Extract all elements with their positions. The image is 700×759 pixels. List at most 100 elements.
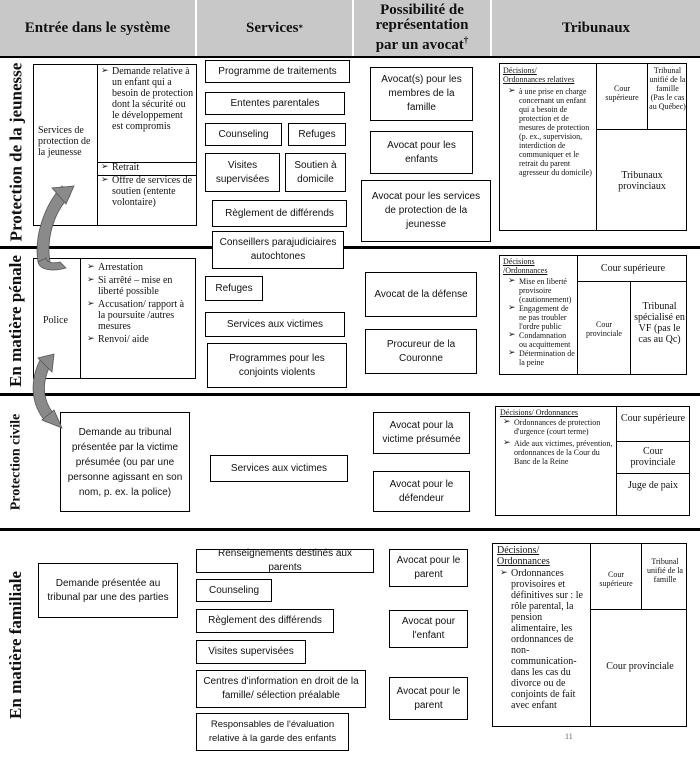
- civil-court-provincial: Cour provinciale: [630, 446, 676, 468]
- criminal-lawyer-defense: Avocat de la défense: [365, 272, 477, 317]
- section-youth-label: Protection de la jeunesse: [6, 62, 25, 242]
- youth-courts-hline: [596, 129, 687, 130]
- youth-entry-bullets: Demande relative à un enfant qui a besoi…: [101, 66, 195, 208]
- criminal-court-superior: Cour supérieure: [600, 263, 666, 274]
- criminal-lawyer-crown-label: Procureur de la Couronne: [386, 338, 456, 364]
- civil-lawyer-victim-label: Avocat pour la victime présumée: [382, 420, 461, 445]
- family-service-supervised: Visites supervisées: [196, 640, 306, 664]
- criminal-court-specialized: Tribunal spécialisé en VF (pas le cas au…: [634, 301, 685, 345]
- section-youth: Protection de la jeunesse: [0, 58, 32, 246]
- criminal-order-peace: Engagement de ne pas troubler l'ordre pu…: [508, 304, 576, 331]
- youth-entry-label: Services de protection de la jeunesse: [38, 125, 91, 158]
- civil-lawyer-defendant: Avocat pour le défendeur: [373, 471, 470, 512]
- family-entry-box: Demande présentée au tribunal par une de…: [38, 563, 178, 618]
- youth-service-treatment-label: Programme de traitements: [218, 65, 337, 77]
- family-courts-vline-2: [641, 543, 642, 609]
- civil-court-justice: Juge de paix: [628, 480, 678, 491]
- family-service-info: Renseignements destinés aux parents: [196, 548, 374, 573]
- civil-entry-box: Demande au tribunal présentée par la vic…: [60, 412, 190, 512]
- youth-lawyer-agency-label: Avocat pour les services de protection d…: [371, 191, 481, 230]
- criminal-entry-bullet-release: Si arrêté – mise en liberté possible: [87, 275, 193, 297]
- header-courts-label: Tribunaux: [561, 19, 631, 36]
- family-orders-title1: Décisions/: [497, 545, 540, 556]
- family-service-centres: Centres d'information en droit de la fam…: [196, 670, 366, 708]
- criminal-entry-label: Police: [43, 315, 68, 326]
- youth-service-dispute-label: Règlement de différends: [225, 207, 334, 219]
- civil-order-emergency: Ordonnances de protection d'urgence (cou…: [503, 418, 613, 436]
- youth-lawyer-members: Avocat(s) pour les membres de la famille: [370, 67, 473, 121]
- divider-1: [0, 56, 700, 58]
- youth-service-parental: Ententes parentales: [205, 92, 345, 115]
- family-service-counseling: Counseling: [196, 579, 272, 602]
- divider-2: [0, 246, 700, 249]
- family-court-provincial: Cour provinciale: [606, 661, 674, 672]
- header-services-label: Services: [246, 19, 299, 36]
- youth-court-provincial: Tribunaux provinciaux: [618, 170, 666, 192]
- criminal-entry-bullet-arrest: Arrestation: [87, 262, 193, 273]
- youth-service-counseling-label: Counseling: [218, 128, 269, 140]
- header-lawyer-mark: †: [463, 35, 469, 45]
- youth-service-dispute: Règlement de différends: [212, 200, 347, 227]
- section-civil: Protection civile: [0, 396, 32, 528]
- family-orders-body: Ordonnances provisoires et définitives s…: [500, 568, 588, 711]
- family-court-unified: Tribunal unifié de la famille: [647, 557, 683, 584]
- family-footnote-mark: 11: [565, 732, 573, 741]
- criminal-service-victims-label: Services aux victimes: [226, 318, 324, 330]
- civil-service-victims-label: Services aux victimes: [230, 462, 328, 474]
- civil-entry-label: Demande au tribunal présentée par la vic…: [67, 426, 183, 498]
- family-service-assessment: Responsables de l'évaluation relative à …: [196, 713, 349, 751]
- section-civil-label: Protection civile: [8, 413, 24, 511]
- youth-entry-split: [97, 64, 98, 226]
- civil-court-superior: Cour supérieure: [620, 413, 686, 424]
- family-service-assessment-label: Responsables de l'évaluation relative à …: [208, 719, 337, 744]
- criminal-service-shelters-label: Refuges: [215, 282, 253, 294]
- youth-service-aboriginal-label: Conseillers parajudiciaires autochtones: [219, 237, 337, 262]
- civil-service-victims: Services aux victimes: [210, 455, 348, 482]
- criminal-service-violent: Programmes pour les conjoints violents: [207, 343, 347, 388]
- section-criminal-label: En matière pénale: [6, 255, 25, 387]
- youth-service-treatment: Programme de traitements: [205, 60, 350, 83]
- criminal-entry-bullet-referral: Renvoi/ aide: [87, 334, 193, 345]
- criminal-court-provincial: Cour provinciale: [586, 320, 622, 338]
- family-entry-label: Demande présentée au tribunal par une de…: [47, 577, 169, 603]
- youth-lawyer-members-label: Avocat(s) pour les membres de la famille: [381, 74, 462, 113]
- family-lawyer-parent1-label: Avocat pour le parent: [396, 555, 461, 580]
- youth-orders-title1: Décisions/: [503, 66, 537, 75]
- criminal-service-violent-label: Programmes pour les conjoints violents: [229, 352, 325, 378]
- family-court-superior: Cour supérieure: [599, 570, 633, 588]
- civil-orders-title: Décisions/ Ordonnances: [500, 408, 578, 417]
- family-service-dispute: Règlement des différends: [196, 609, 334, 633]
- section-family-label: En matière familiale: [6, 571, 25, 719]
- family-lawyer-parent1: Avocat pour le parent: [389, 549, 468, 587]
- divider-3: [0, 393, 700, 396]
- header-lawyer-line1: Possibilité de: [380, 2, 464, 18]
- youth-service-home-support: Soutien à domicile: [285, 153, 346, 192]
- header-entry-label: Entrée dans le système: [24, 19, 171, 36]
- family-lawyer-child: Avocat pour l'enfant: [389, 610, 468, 648]
- header-entry: Entrée dans le système: [0, 0, 195, 56]
- civil-orders-list: Ordonnances de protection d'urgence (cou…: [503, 418, 613, 466]
- civil-courts-hline-1: [616, 441, 690, 442]
- criminal-lawyer-defense-label: Avocat de la défense: [374, 288, 468, 300]
- youth-orders-title2: Ordonnances relatives: [503, 75, 575, 84]
- family-courts-vline-1: [590, 543, 591, 727]
- section-family: En matière familiale: [0, 531, 32, 759]
- criminal-service-shelters: Refuges: [205, 276, 263, 301]
- criminal-courts-vline-1: [577, 255, 578, 375]
- youth-service-home-support-label: Soutien à domicile: [294, 159, 337, 185]
- criminal-courts-hline: [577, 281, 687, 282]
- youth-entry-bullet-removal: Retrait: [101, 162, 195, 175]
- criminal-orders-list: Mise en liberté provisoire (cautionnemen…: [508, 277, 576, 367]
- header-lawyer: Possibilité de représentation par un avo…: [354, 0, 490, 56]
- criminal-entry-bullet-charge: Accusation/ rapport à la poursuite /autr…: [87, 299, 193, 332]
- youth-service-parental-label: Ententes parentales: [230, 97, 320, 109]
- header-lawyer-line3: par un avocat: [375, 37, 464, 53]
- youth-orders-body: à une prise en charge concernant un enfa…: [508, 87, 594, 177]
- divider-4: [0, 528, 700, 531]
- youth-service-shelters: Refuges: [288, 123, 346, 146]
- youth-service-counseling: Counseling: [205, 123, 282, 146]
- youth-lawyer-agency: Avocat pour les services de protection d…: [361, 180, 491, 242]
- criminal-service-victims: Services aux victimes: [205, 312, 345, 337]
- family-service-counseling-label: Counseling: [208, 584, 260, 596]
- family-orders-list: Ordonnances provisoires et définitives s…: [500, 568, 588, 711]
